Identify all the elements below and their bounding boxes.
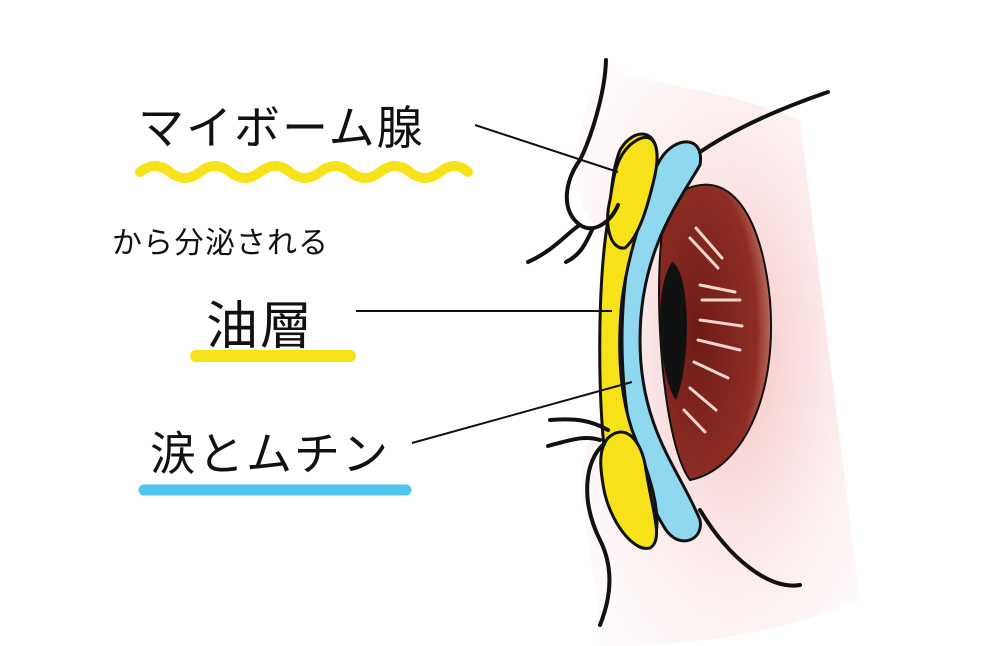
meibomian-gland-lower [599, 430, 658, 550]
meibomian-wavy-underline [135, 161, 473, 183]
iris [658, 183, 772, 482]
iris-texture [682, 226, 744, 434]
meibomian-gland-upper [606, 135, 659, 250]
pupil [660, 262, 687, 400]
leader-tear [411, 381, 633, 444]
eyelid-outline [526, 58, 830, 627]
meibomian-gland-label: マイボーム腺 [138, 101, 425, 155]
tears-and-mucin-label: 涙とムチン [150, 427, 390, 481]
tear-mucin-layer [620, 140, 702, 543]
oil-layer-label: 油層 [206, 297, 315, 357]
secreted-from-text: から分泌される [112, 226, 329, 261]
leader-meibomian [474, 124, 619, 173]
leader-lines [356, 124, 633, 444]
